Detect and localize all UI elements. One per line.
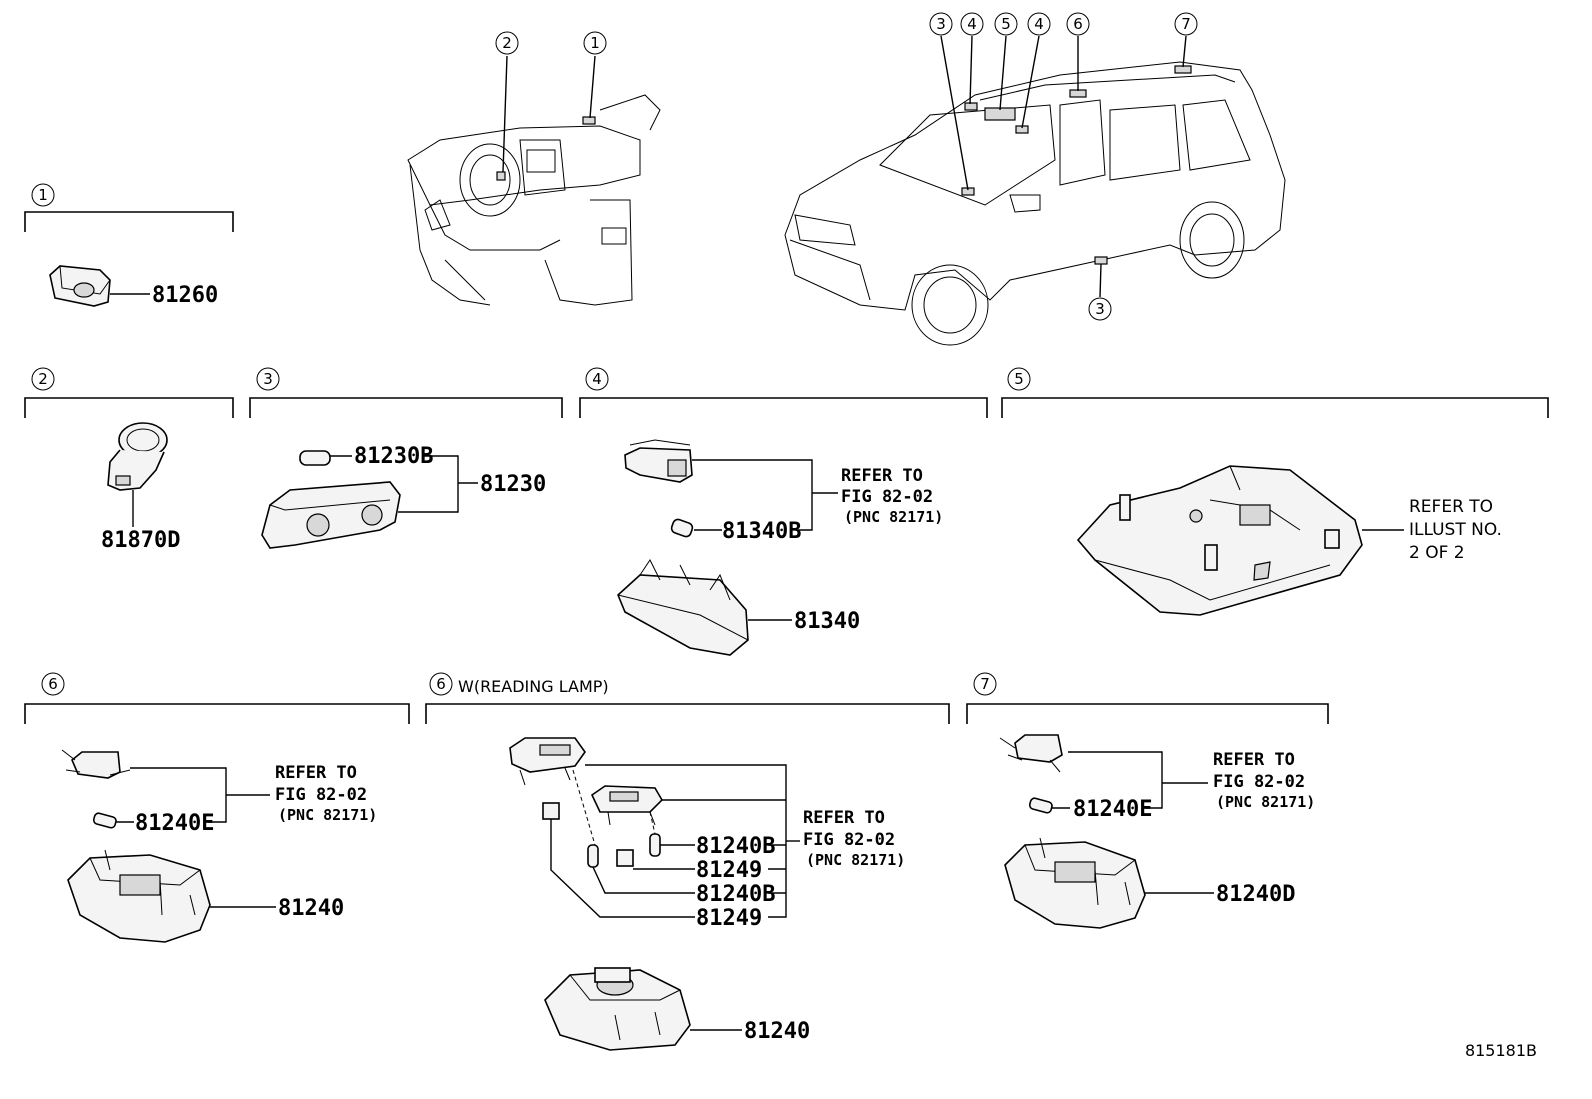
callout-1-interior: 1 — [583, 31, 607, 55]
svg-text:2: 2 — [38, 370, 48, 388]
part-81249-socket-a[interactable] — [542, 802, 560, 820]
part-number-81870D[interactable]: 81870D — [101, 528, 180, 553]
svg-text:(PNC 82171): (PNC 82171) — [1216, 793, 1315, 811]
callout-6-exterior: 6 — [1066, 12, 1090, 36]
callout-7-exterior: 7 — [1174, 12, 1198, 36]
part-number-81240E-b[interactable]: 81240E — [1073, 797, 1152, 822]
part-81230B-bulb[interactable] — [299, 450, 331, 466]
diagram-id: 815181B — [1465, 1041, 1537, 1060]
svg-text:7: 7 — [1181, 15, 1191, 33]
svg-text:2: 2 — [502, 34, 512, 52]
part-81340-socket-wire[interactable] — [624, 439, 693, 483]
svg-text:2 OF 2: 2 OF 2 — [1409, 543, 1465, 563]
section-1: 1 81260 — [24, 183, 234, 308]
svg-text:FIG 82-02: FIG 82-02 — [841, 487, 933, 507]
section-7: 7 81240E 81240D — [966, 672, 1329, 929]
part-number-81230[interactable]: 81230 — [480, 472, 546, 497]
svg-text:1: 1 — [38, 186, 48, 204]
part-number-81240-b[interactable]: 81240 — [744, 1019, 810, 1044]
svg-text:6: 6 — [436, 675, 446, 693]
svg-text:REFER TO: REFER TO — [275, 763, 357, 783]
part-number-81249-b[interactable]: 81249 — [696, 906, 762, 931]
svg-text:ILLUST NO.: ILLUST NO. — [1409, 520, 1502, 540]
part-number-81230B[interactable]: 81230B — [354, 444, 433, 469]
section-5: 5 — [1001, 367, 1549, 616]
section-6-reading-lamp-label: W(READING LAMP) — [458, 677, 609, 696]
svg-text:4: 4 — [1034, 15, 1044, 33]
vehicle-exterior-illustration — [784, 61, 1286, 346]
section-6: 6 81240E 81240 — [24, 672, 410, 943]
part-number-81340[interactable]: 81340 — [794, 609, 860, 634]
callout-3-exterior: 3 — [929, 12, 953, 36]
part-81240E-bulb-a[interactable] — [92, 812, 117, 829]
part-81240-socket-wire-a[interactable] — [61, 749, 131, 779]
part-81340B-bulb[interactable] — [670, 518, 694, 538]
ref-note-section4: REFER TO FIG 82-02 (PNC 82171) — [841, 466, 943, 526]
svg-text:(PNC 82171): (PNC 82171) — [844, 508, 943, 526]
svg-text:7: 7 — [980, 675, 990, 693]
part-number-81249-a[interactable]: 81249 — [696, 858, 762, 883]
callout-3-exterior-bottom: 3 — [1088, 297, 1112, 321]
svg-text:FIG 82-02: FIG 82-02 — [275, 785, 367, 805]
part-81870D-illustration[interactable] — [107, 422, 168, 491]
svg-text:5: 5 — [1001, 15, 1011, 33]
svg-text:REFER TO: REFER TO — [1213, 750, 1295, 770]
section-3: 3 81230B 81230 — [249, 367, 563, 549]
svg-text:3: 3 — [936, 15, 946, 33]
part-number-81240B-b[interactable]: 81240B — [696, 882, 775, 907]
part-number-81260[interactable]: 81260 — [152, 283, 218, 308]
part-81230-lamp-assembly[interactable] — [261, 481, 401, 549]
svg-text:(PNC 82171): (PNC 82171) — [806, 851, 905, 869]
ref-note-section6-reading: REFER TO FIG 82-02 (PNC 82171) — [803, 808, 905, 869]
svg-text:3: 3 — [1095, 300, 1105, 318]
part-number-81240-a[interactable]: 81240 — [278, 896, 344, 921]
part-number-81340B[interactable]: 81340B — [722, 519, 801, 544]
svg-text:3: 3 — [263, 370, 273, 388]
part-number-81240D[interactable]: 81240D — [1216, 882, 1295, 907]
svg-text:REFER TO: REFER TO — [803, 808, 885, 828]
part-number-81240E-a[interactable]: 81240E — [135, 811, 214, 836]
part-81240E-bulb-b[interactable] — [1028, 797, 1053, 814]
part-81240D-lamp-housing[interactable] — [1004, 837, 1146, 929]
svg-text:5: 5 — [1014, 370, 1024, 388]
svg-text:4: 4 — [592, 370, 602, 388]
part-overhead-console-assembly[interactable] — [1076, 465, 1363, 616]
svg-text:FIG 82-02: FIG 82-02 — [803, 830, 895, 850]
svg-text:FIG 82-02: FIG 82-02 — [1213, 772, 1305, 792]
svg-text:6: 6 — [1073, 15, 1083, 33]
section-4: 4 81340B 81340 — [579, 367, 988, 656]
section-6-reading-lamp: 6 W(READING LAMP) 8124 — [425, 672, 950, 1051]
svg-text:1: 1 — [590, 34, 600, 52]
ref-note-section6: REFER TO FIG 82-02 (PNC 82171) — [275, 763, 377, 824]
part-reading-lamp-socket-a[interactable] — [509, 737, 586, 786]
svg-text:4: 4 — [967, 15, 977, 33]
part-81260-illustration[interactable] — [49, 265, 111, 307]
part-number-81240B-a[interactable]: 81240B — [696, 834, 775, 859]
section-2: 2 81870D — [24, 367, 234, 553]
interior-dashboard-illustration — [407, 94, 661, 306]
callout-4-exterior-a: 4 — [960, 12, 984, 36]
part-81249-socket-b[interactable] — [616, 849, 634, 867]
svg-text:REFER TO: REFER TO — [841, 466, 923, 486]
svg-text:(PNC 82171): (PNC 82171) — [278, 806, 377, 824]
callout-4-exterior-b: 4 — [1027, 12, 1051, 36]
callout-2-interior: 2 — [495, 31, 519, 55]
callout-5-exterior: 5 — [994, 12, 1018, 36]
svg-text:REFER TO: REFER TO — [1409, 497, 1493, 517]
part-81340-lamp-housing[interactable] — [617, 559, 749, 656]
svg-text:6: 6 — [48, 675, 58, 693]
part-81240-lamp-housing-b[interactable] — [544, 967, 691, 1051]
part-81240-lamp-housing-a[interactable] — [67, 849, 211, 943]
ref-note-section5: REFER TO ILLUST NO. 2 OF 2 — [1409, 497, 1502, 563]
part-81240B-bulb-b[interactable] — [587, 844, 599, 868]
part-81240B-bulb-a[interactable] — [649, 833, 661, 857]
ref-note-section7: REFER TO FIG 82-02 (PNC 82171) — [1213, 750, 1315, 811]
part-81240-socket-wire-b[interactable] — [999, 734, 1063, 773]
